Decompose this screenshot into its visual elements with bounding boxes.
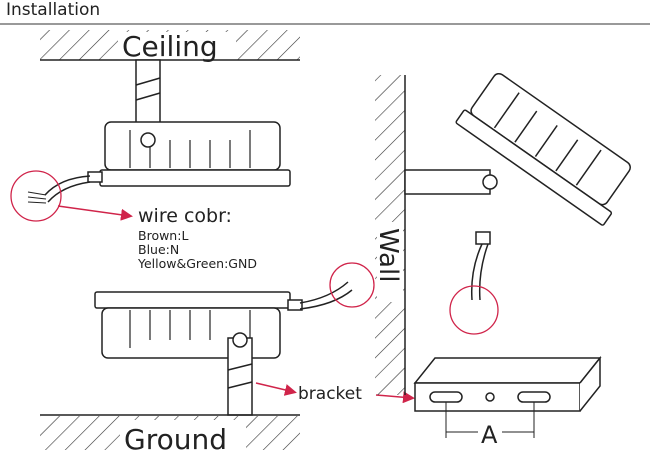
wire-highlight-circle [329, 262, 375, 308]
wall-mounted-lamp [404, 72, 631, 301]
wall-label: Wall [373, 228, 403, 282]
wire-highlight-circle [10, 170, 62, 222]
ground-surface [40, 414, 300, 450]
ceiling-mounted-lamp [44, 59, 291, 203]
wire-color-line: Blue:N [138, 242, 179, 257]
bracket-arrow-right [375, 391, 415, 404]
bracket-detail [413, 355, 602, 438]
bracket-label: bracket [298, 384, 362, 404]
page-title: Installation [6, 0, 100, 20]
wire-highlight-circle [449, 285, 499, 335]
ceiling-surface [40, 30, 300, 61]
wire-callout-arrow [57, 205, 133, 221]
wire-color-line: Yellow&Green:GND [137, 256, 257, 271]
ground-label: Ground [124, 423, 227, 450]
ceiling-label: Ceiling [122, 30, 218, 63]
wire-color-line: Brown:L [138, 228, 188, 243]
wire-ends [27, 191, 47, 204]
bracket-arrow-left [255, 382, 297, 396]
dimension-a-label: A [481, 421, 498, 449]
wire-color-heading: wire cobr: [138, 205, 232, 227]
wall-surface [375, 75, 406, 395]
